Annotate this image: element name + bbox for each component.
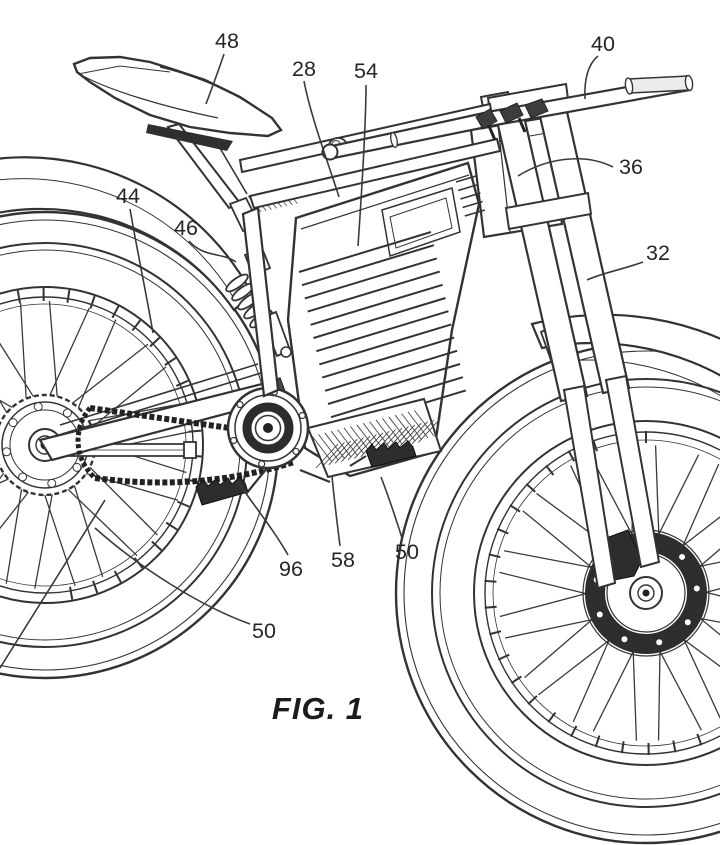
rear-spokes [0,301,189,589]
battery-access-panel [381,187,461,257]
leader-50-rear [94,527,251,625]
right-grip [627,75,691,94]
callout-40: 40 [591,32,615,56]
callout-58: 58 [331,548,355,572]
left-grip-end [321,143,339,161]
leader-96 [237,481,289,556]
callout-32: 32 [646,241,670,265]
leader-28 [303,80,340,198]
leader-58 [331,475,341,547]
callout-96: 96 [279,557,303,581]
leader-54 [357,84,367,247]
front-wheel [394,341,720,845]
front-spokes [499,445,720,741]
lower-triple-clamp [504,191,593,231]
right-footpeg [349,440,417,468]
crankcase-hatch-a [311,410,435,463]
battery-fins-upper [455,175,486,217]
callout-labels: 48 28 54 40 36 32 44 46 96 58 50 50 [116,29,670,643]
callout-36: 36 [619,155,643,179]
leader-32 [586,261,644,281]
leader-50-front [380,476,403,539]
down-tube [241,206,280,398]
callout-50-front: 50 [395,540,419,564]
callout-leaders [0,53,644,669]
callout-54: 54 [354,59,378,83]
motor [226,386,310,470]
leader-offscreen [0,499,106,669]
figure-caption: FIG. 1 [272,691,364,726]
callout-46: 46 [174,216,198,240]
leader-36 [517,157,614,177]
front-rim-nipples [484,431,703,755]
callout-48: 48 [215,29,239,53]
callout-44: 44 [116,184,140,208]
front-fork [486,82,661,590]
rear-rim-nipples [16,287,202,600]
leader-44 [129,208,154,334]
bar-clamp [475,98,549,141]
callout-28: 28 [292,57,316,81]
motor-bolts [230,388,306,468]
callout-50-rear: 50 [252,619,276,643]
handlebar [321,74,694,161]
leader-48 [205,53,225,105]
battery-fins [298,231,467,432]
seat-underside [146,124,233,151]
battery-pack [286,161,486,478]
seat-tail-unit [72,55,283,151]
leader-40 [584,55,599,100]
leader-46 [188,240,237,263]
